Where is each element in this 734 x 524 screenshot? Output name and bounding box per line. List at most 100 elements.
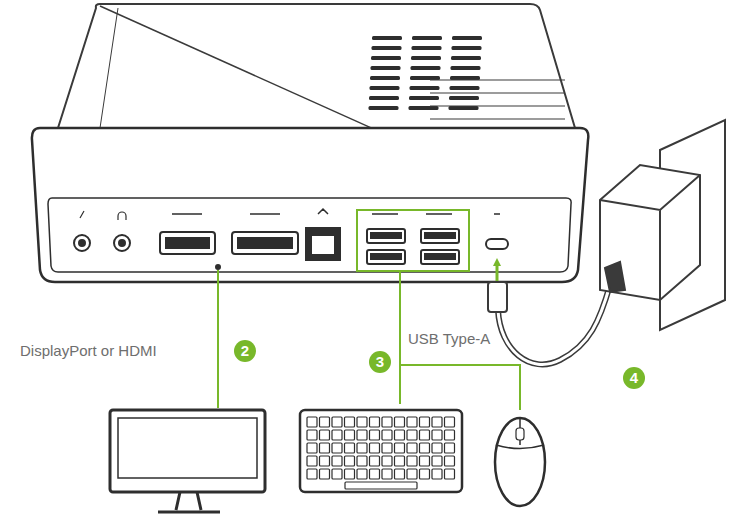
ports (367, 229, 405, 243)
keyboard-keys (407, 417, 417, 427)
vent-slots (411, 56, 441, 60)
keyboard-keys (357, 417, 367, 427)
ports (367, 250, 405, 264)
ports (371, 254, 401, 259)
keyboard-keys (445, 456, 455, 466)
vent-slots (371, 66, 401, 70)
callout-number: 2 (234, 340, 256, 362)
keyboard-keys (332, 443, 342, 453)
keyboard-keys (370, 443, 380, 453)
keyboard-keys (370, 456, 380, 466)
vent-slots (411, 66, 441, 70)
vent-slots (372, 36, 402, 40)
ports (306, 228, 340, 260)
dock-base (32, 128, 588, 282)
keyboard-icon (300, 410, 462, 492)
ports (79, 240, 85, 246)
keyboard-keys (382, 417, 392, 427)
keyboard-keys (370, 430, 380, 440)
power-adapter (600, 175, 700, 300)
vent-slots (369, 106, 399, 110)
keyboard-keys (320, 417, 330, 427)
keyboard-keys (407, 456, 417, 466)
ports (486, 239, 508, 249)
keyboard-keys (432, 443, 442, 453)
ports (216, 265, 220, 269)
vent-slots (369, 96, 399, 100)
keyboard-keys (395, 417, 405, 427)
keyboard-keys (332, 430, 342, 440)
vent-slots (452, 36, 482, 40)
keyboard-keys (432, 430, 442, 440)
power-adapter (600, 120, 725, 330)
vent-slots (451, 56, 481, 60)
power-cable (488, 282, 610, 364)
keyboard-keys (420, 417, 430, 427)
vent-slots (371, 56, 401, 60)
power-cable (488, 282, 507, 312)
ports (371, 233, 401, 238)
ports (238, 238, 292, 248)
keyboard-keys (332, 456, 342, 466)
power-adapter (600, 165, 700, 300)
dock-base (32, 128, 588, 282)
side-slats (430, 105, 565, 106)
side-slats (430, 92, 565, 93)
callout-lines (400, 271, 520, 410)
keyboard-keys (407, 469, 417, 479)
keyboard-keys (395, 456, 405, 466)
vent-slots (409, 96, 439, 100)
ports (74, 209, 508, 269)
vent-slots (449, 96, 479, 100)
keyboard-keys (320, 469, 330, 479)
port-caption: USB Type-A (406, 330, 492, 348)
keyboard-keys (345, 443, 355, 453)
keyboard-keys (320, 430, 330, 440)
dock-housing (100, 8, 118, 128)
keyboard-keys (307, 417, 317, 427)
vent-slots (452, 46, 482, 50)
keyboard-keys (395, 443, 405, 453)
keyboard-keys (307, 443, 317, 453)
ports (119, 240, 125, 246)
vent-slots (370, 76, 400, 80)
vent-slots (369, 36, 483, 110)
keyboard-keys (407, 430, 417, 440)
callout-lines (217, 270, 219, 408)
ports (74, 235, 90, 251)
ports (421, 250, 459, 264)
keyboard-keys (307, 469, 317, 479)
monitor-icon (110, 410, 265, 492)
side-slats (430, 79, 565, 80)
mouse-icon (496, 418, 544, 449)
vent-slots (450, 86, 480, 90)
ports (166, 238, 209, 248)
keyboard-keys (320, 456, 330, 466)
keyboard-keys (345, 456, 355, 466)
keyboard-keys (420, 443, 430, 453)
keyboard-keys (332, 469, 342, 479)
keyboard-keys (320, 443, 330, 453)
keyboard-keys (445, 417, 455, 427)
keyboard-keys (445, 443, 455, 453)
keyboard-keys (307, 430, 317, 440)
keyboard-keys (395, 430, 405, 440)
keyboard-keys (382, 443, 392, 453)
keyboard-keys (307, 456, 317, 466)
keyboard-keys (357, 443, 367, 453)
mouse-icon (495, 418, 545, 506)
callout-number: 3 (369, 351, 391, 373)
power-cable (498, 285, 610, 364)
dock-base (48, 198, 571, 272)
callout-lines (496, 262, 499, 282)
ports (114, 235, 130, 251)
keyboard-keys (357, 456, 367, 466)
keyboard-keys (345, 482, 417, 489)
callout-lines (357, 210, 469, 271)
keyboard-keys (407, 443, 417, 453)
keyboard-keys (420, 469, 430, 479)
keyboard-icon (300, 410, 462, 492)
keyboard-keys (370, 469, 380, 479)
vent-slots (412, 36, 442, 40)
